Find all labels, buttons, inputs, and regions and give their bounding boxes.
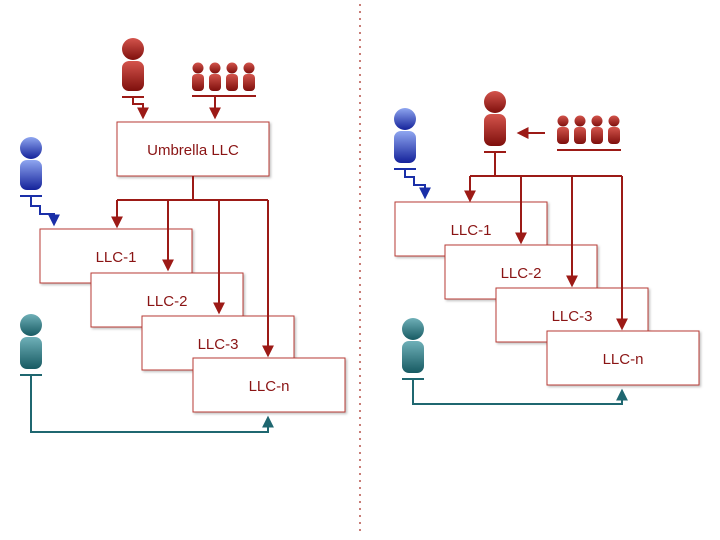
right-llc-n-label: LLC-n xyxy=(603,351,644,368)
left-llc-2-label: LLC-2 xyxy=(147,293,188,310)
right-red-person-icon xyxy=(484,91,506,153)
left-llc-n-box: LLC-n xyxy=(192,357,346,413)
left-llc-1-label: LLC-1 xyxy=(96,249,137,266)
right-manager-arrows xyxy=(464,152,628,331)
right-blue-person-icon xyxy=(394,108,431,200)
right-llc-2-label: LLC-2 xyxy=(501,265,542,282)
left-blue-person-icon xyxy=(20,137,60,227)
left-umbrella-arrows xyxy=(111,176,274,358)
left-red-group-icon xyxy=(192,62,256,120)
right-red-group-icon xyxy=(516,115,621,151)
left-diagram: LLC-1 LLC-2 LLC-3 LLC-n Umbrella LLC xyxy=(20,38,346,433)
umbrella-llc-box: Umbrella LLC xyxy=(116,121,270,177)
left-llc-n-label: LLC-n xyxy=(249,378,290,395)
left-llc-3-label: LLC-3 xyxy=(198,336,239,353)
umbrella-llc-label: Umbrella LLC xyxy=(147,142,239,159)
left-teal-person-icon xyxy=(20,314,274,433)
right-llc-3-label: LLC-3 xyxy=(552,308,593,325)
right-teal-person-icon xyxy=(402,318,628,405)
left-red-person-icon xyxy=(122,38,149,120)
right-llc-1-label: LLC-1 xyxy=(451,222,492,239)
right-llc-n-box: LLC-n xyxy=(546,330,700,386)
right-diagram: LLC-1 LLC-2 LLC-3 LLC-n xyxy=(394,91,700,405)
